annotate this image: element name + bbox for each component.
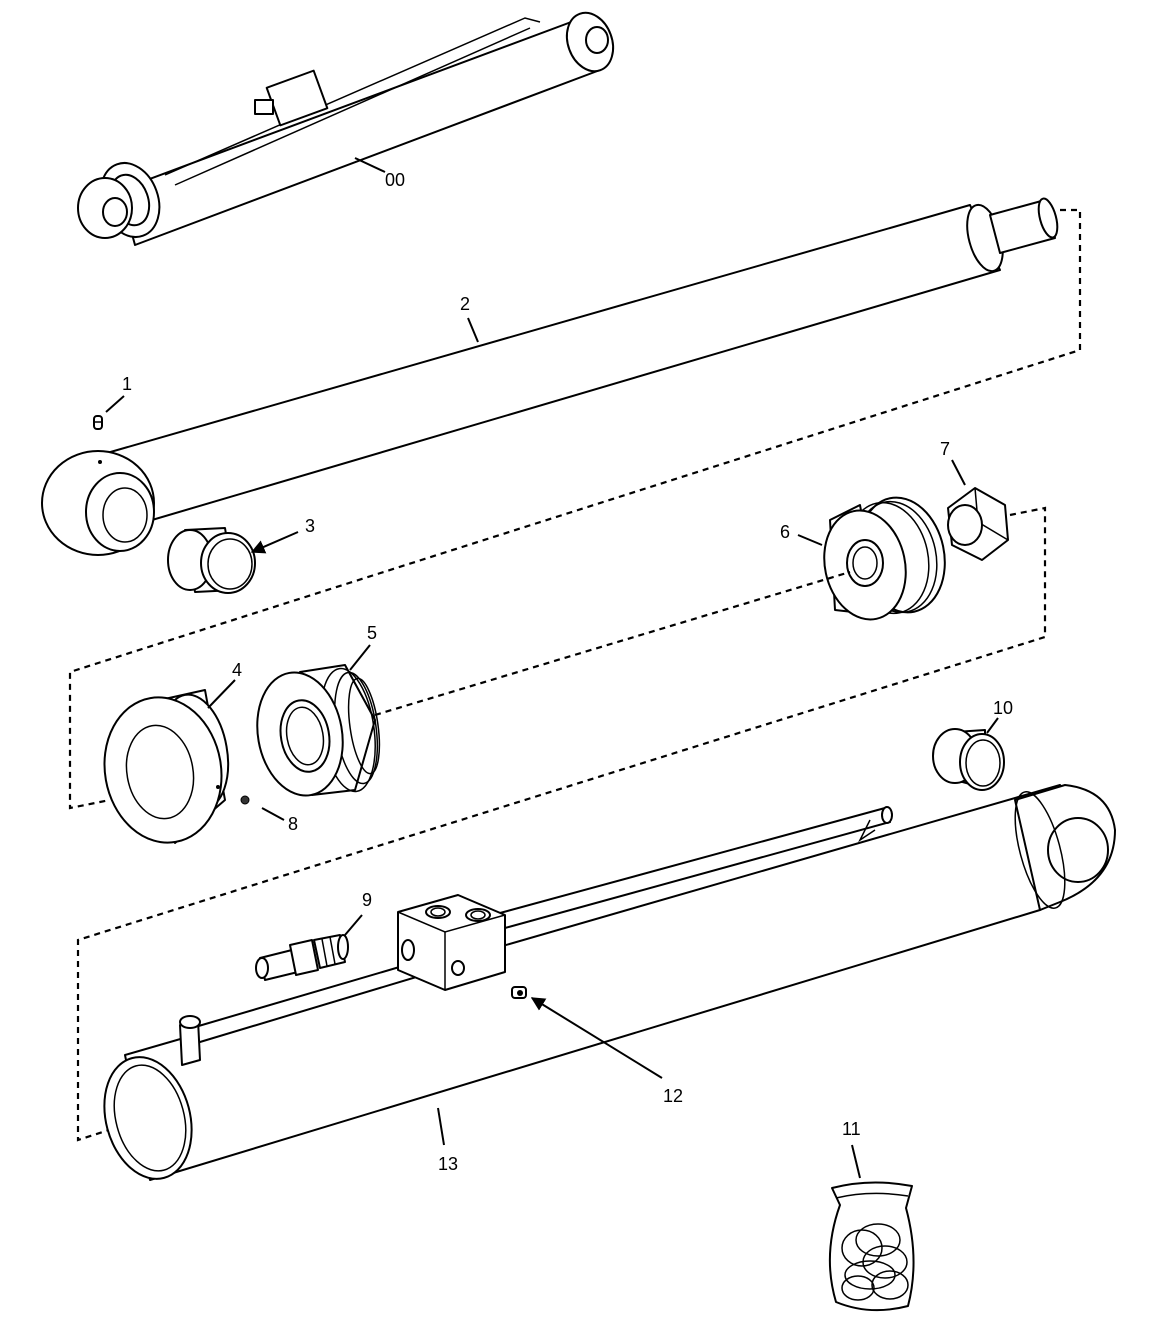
cylinder-assembly-illustration: [77, 11, 615, 246]
assembly-line-rod: [374, 570, 851, 717]
fitting-part-9: [255, 934, 349, 981]
plug-part-12: [511, 986, 527, 999]
leader-3: [250, 531, 299, 554]
leader-assembly: [354, 157, 386, 173]
bushing-part-3: [167, 527, 256, 594]
gland-part-5: [256, 664, 381, 797]
callout-6: 6: [780, 522, 790, 542]
callout-12: 12: [663, 1086, 683, 1106]
callout-1: 1: [122, 374, 132, 394]
assembly-line-1: [68, 208, 1082, 810]
callout-11: 11: [842, 1119, 861, 1139]
callout-3: 3: [305, 516, 315, 536]
leader-2: [467, 317, 479, 343]
piston-rod-part-2: [41, 197, 1059, 556]
callout-7: 7: [940, 439, 950, 459]
leader-7: [951, 459, 966, 486]
set-screw-part-8: [240, 795, 250, 805]
callout-9: 9: [362, 890, 372, 910]
leader-4: [207, 679, 236, 709]
callout-8: 8: [288, 814, 298, 834]
leader-1: [105, 395, 125, 413]
leader-9: [344, 914, 363, 936]
leader-5: [349, 644, 371, 671]
leader-10: [986, 717, 999, 734]
leader-8: [261, 807, 285, 821]
callout-4: 4: [232, 660, 242, 680]
leader-11: [851, 1144, 861, 1179]
piston-part-6: [823, 496, 946, 621]
callout-5: 5: [367, 623, 377, 643]
grease-fitting-part-1: [93, 415, 103, 430]
leader-12: [530, 997, 663, 1079]
bushing-part-10: [932, 728, 1005, 791]
seal-kit-part-11: [828, 1181, 915, 1312]
leader-13: [437, 1107, 445, 1146]
nut-part-7: [947, 487, 1009, 561]
assembly-line-2: [76, 506, 1047, 1142]
gland-nut-part-4: [103, 689, 230, 844]
callout-assembly: 00: [385, 170, 405, 190]
callout-2: 2: [460, 294, 470, 314]
leader-6: [797, 534, 823, 546]
barrel-part-13: [103, 784, 1116, 1181]
callout-10: 10: [993, 698, 1013, 718]
callout-13: 13: [438, 1154, 458, 1174]
